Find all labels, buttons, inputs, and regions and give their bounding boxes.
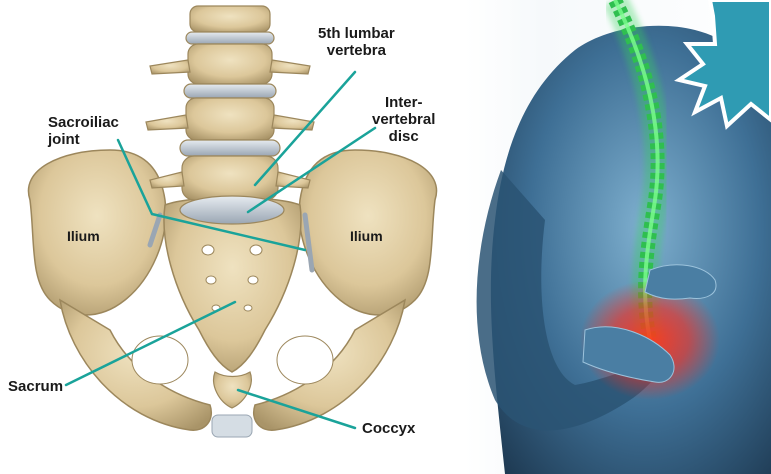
right-obturator-foramen	[277, 336, 333, 384]
label-coccyx: Coccyx	[362, 420, 415, 437]
pubic-symphysis	[212, 415, 252, 437]
label-sacrum: Sacrum	[8, 378, 63, 395]
left-obturator-foramen	[132, 336, 188, 384]
label-ilium-left: Ilium	[67, 228, 100, 245]
back-pain-photo-panel	[465, 0, 771, 474]
pelvis-diagram-panel: 5th lumbar vertebra Inter- vertebral dis…	[0, 0, 465, 474]
back-pain-illustration	[465, 0, 771, 474]
label-ilium-right: Ilium	[350, 228, 383, 245]
label-sacroiliac-joint: Sacroiliac joint	[48, 114, 119, 148]
lumbar-spine	[146, 6, 314, 224]
coccyx-bone	[214, 372, 252, 408]
label-5th-lumbar-vertebra: 5th lumbar vertebra	[318, 25, 395, 59]
label-intervertebral-disc: Inter- vertebral disc	[372, 94, 435, 145]
